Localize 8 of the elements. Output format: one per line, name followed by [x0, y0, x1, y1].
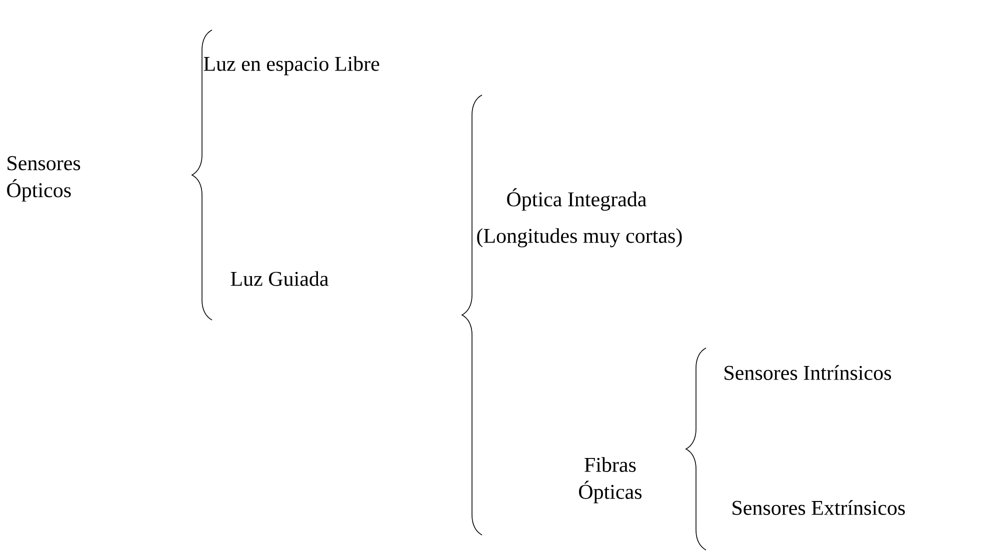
category-label: (Longitudes muy cortas) — [477, 228, 682, 248]
category-label: Sensores Extrínsicos — [732, 500, 905, 515]
category-label: Sensores Intrínsicos — [724, 365, 892, 380]
category-label: Luz en espacio Libre — [204, 56, 380, 76]
category-label: Sensores Ópticos — [7, 156, 80, 202]
category-label: Óptica Integrada — [507, 188, 646, 211]
category-label: Luz Guiada — [230, 271, 328, 286]
category-label: Fibras Ópticas — [579, 457, 642, 504]
